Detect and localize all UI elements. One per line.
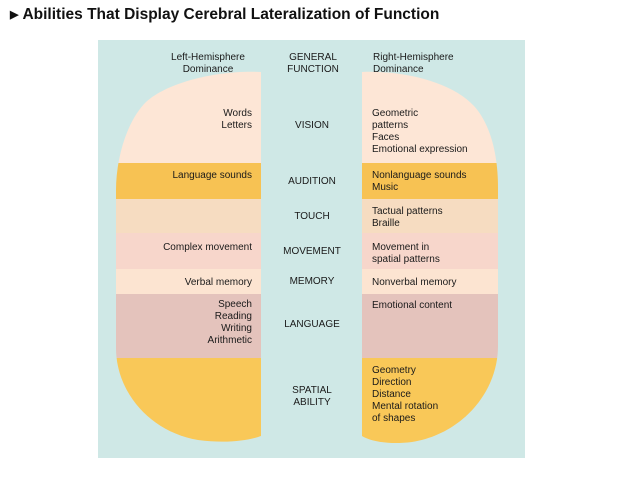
- function-memory: MEMORY: [289, 276, 335, 287]
- right-memory-text: Nonverbal memory: [372, 277, 457, 288]
- brain-hemispheres-svg: [116, 71, 498, 444]
- left-movement-text: Complex movement: [163, 242, 252, 253]
- right-language-text: Emotional content: [372, 300, 453, 311]
- function-movement: MOVEMENT: [283, 246, 341, 257]
- function-language: LANGUAGE: [284, 319, 340, 330]
- function-audition: AUDITION: [288, 176, 336, 187]
- band-memory-left: [116, 269, 261, 294]
- band-movement-left: [116, 233, 261, 269]
- band-spatial-left: [116, 358, 261, 442]
- band-touch-right: [362, 199, 498, 233]
- band-language-right: [362, 294, 498, 358]
- band-memory-right: [362, 269, 498, 294]
- band-language-left: [116, 294, 261, 358]
- band-audition-right: [362, 163, 498, 199]
- left-audition-text: Language sounds: [172, 170, 252, 181]
- left-memory-text: Verbal memory: [184, 277, 252, 288]
- figure-title: ▶Abilities That Display Cerebral Lateral…: [10, 6, 439, 24]
- band-audition-left: [116, 163, 261, 199]
- band-touch-left: [116, 199, 261, 233]
- right-hemisphere: [362, 71, 498, 444]
- band-movement-right: [362, 233, 498, 269]
- function-touch: TOUCH: [294, 211, 330, 222]
- triangle-bullet-icon: ▶: [10, 9, 19, 21]
- figure-title-text: Abilities That Display Cerebral Laterali…: [22, 6, 440, 23]
- left-hemisphere: [116, 71, 261, 442]
- function-vision: VISION: [295, 120, 329, 131]
